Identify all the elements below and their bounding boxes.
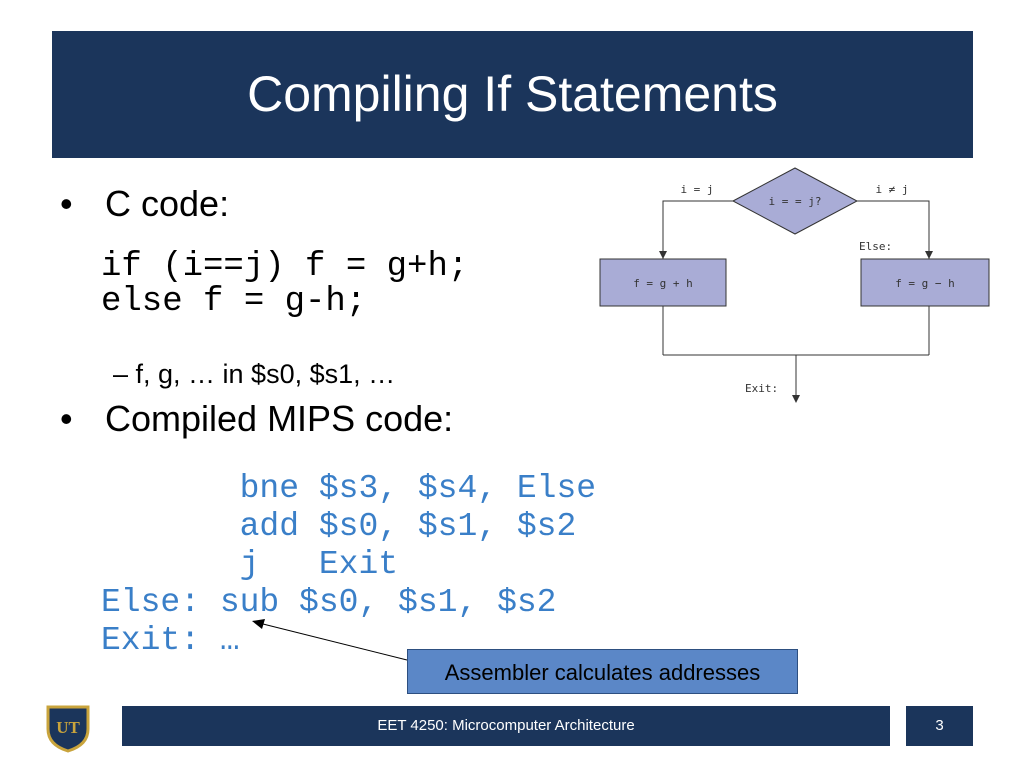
- then-box: [599, 258, 727, 307]
- page-number: 3: [935, 717, 944, 734]
- right-branch-label: i ≠ j: [875, 183, 908, 196]
- slide-title: Compiling If Statements: [247, 66, 778, 122]
- left-branch-label: i = j: [680, 183, 713, 196]
- title-band: [52, 31, 973, 158]
- exit-label: Exit:: [745, 382, 778, 395]
- bullet-text: Compiled MIPS code:: [105, 398, 454, 439]
- right-arrowhead: [925, 251, 933, 259]
- ut-shield-logo: UT: [46, 705, 90, 753]
- bullet-text: C code:: [105, 183, 230, 224]
- else-box-label: f = g − h: [895, 277, 955, 290]
- c-code-block: if (i==j) f = g+h; else f = g-h;: [101, 248, 469, 321]
- footer-course-title: EET 4250: Microcomputer Architecture: [377, 717, 635, 734]
- then-box-label: f = g + h: [633, 277, 693, 290]
- decision-diamond: [731, 167, 859, 235]
- sub-bullet: – f, g, … in $s0, $s1, …: [113, 359, 396, 389]
- left-arrowhead: [659, 251, 667, 259]
- bullet-dot: •: [60, 183, 73, 224]
- exit-arrowhead: [792, 395, 800, 403]
- if-else-flowchart: i = = j? i = j i ≠ j f = g + h f = g − h…: [599, 167, 990, 403]
- right-branch-line: [857, 200, 930, 259]
- left-branch-line: [662, 200, 733, 259]
- svg-text:UT: UT: [56, 718, 80, 737]
- else-box: [860, 258, 990, 307]
- page-number-box: [906, 706, 973, 746]
- decision-label: i = = j?: [769, 195, 822, 208]
- else-label: Else:: [859, 240, 892, 253]
- bullet-dot: •: [60, 398, 73, 439]
- footer-bar: [122, 706, 890, 746]
- mips-code-block: bne $s3, $s4, Else add $s0, $s1, $s2 j E…: [101, 470, 597, 659]
- assembler-callout: Assembler calculates addresses: [407, 649, 798, 694]
